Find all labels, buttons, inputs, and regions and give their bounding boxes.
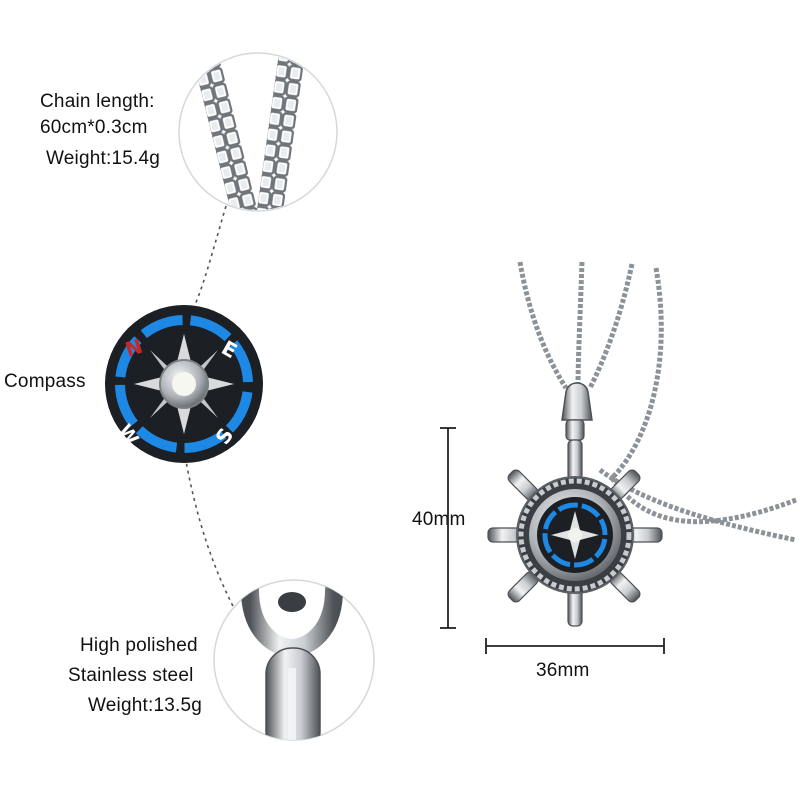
compass-closeup: N E S W xyxy=(105,305,263,463)
chain-weight-label: Weight:15.4g xyxy=(46,148,161,169)
compass-north-letter: N xyxy=(122,334,145,362)
chain-size-label: 60cm*0.3cm xyxy=(40,117,148,138)
material-polish-label: High polished xyxy=(80,635,198,656)
chain-icon xyxy=(190,54,307,210)
ship-wheel-pendant-icon xyxy=(487,261,797,627)
bail-closeup xyxy=(213,579,375,741)
width-dimension-label: 36mm xyxy=(536,660,590,681)
pendant-weight-label: Weight:13.5g xyxy=(88,695,203,716)
height-dimension-line xyxy=(440,427,456,629)
connector-dotted-line xyxy=(187,205,227,319)
height-dimension-label: 40mm xyxy=(412,509,466,530)
bail-icon xyxy=(241,581,343,740)
compass-icon xyxy=(134,334,234,434)
chain-closeup xyxy=(178,52,338,212)
compass-label: Compass xyxy=(4,371,86,392)
connector-dotted-line xyxy=(183,449,237,613)
material-steel-label: Stainless steel xyxy=(68,665,194,686)
width-dimension-line xyxy=(485,638,665,654)
chain-length-label: Chain length: xyxy=(40,91,155,112)
